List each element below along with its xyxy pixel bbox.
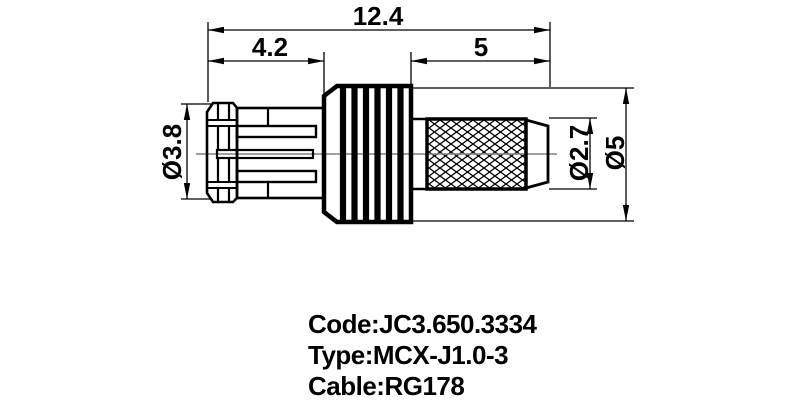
note-cable: Cable:RG178 [308, 371, 464, 400]
dimension-body-diameter [413, 87, 634, 222]
arrow-right-icon [534, 57, 550, 65]
plug-head [205, 101, 239, 204]
dimension-ferrule-diameter [549, 117, 597, 190]
dim-label-crimp-length: 5 [474, 32, 488, 62]
dimension-plug-length [208, 52, 325, 96]
end-cap [525, 118, 550, 190]
dim-label-ferrule-diameter: Ø2.7 [564, 125, 594, 181]
knurled-ferrule [425, 117, 528, 191]
plug-neck [235, 106, 326, 200]
arrow-up-icon [622, 88, 630, 104]
arrow-down-icon [586, 173, 594, 189]
ribbed-body [321, 83, 414, 225]
ferrule-tube [411, 117, 427, 191]
arrow-right-icon [534, 26, 550, 34]
arrow-up-icon [586, 118, 594, 134]
dim-label-plug-diameter: Ø3.8 [157, 124, 187, 180]
contact-fingers [215, 124, 318, 184]
dim-label-plug-length: 4.2 [252, 32, 288, 62]
body-ribs [339, 87, 404, 221]
dimension-plug-diameter [181, 103, 212, 200]
note-code: Code:JC3.650.3334 [308, 309, 538, 339]
arrow-left-icon [208, 26, 224, 34]
top-finger [235, 124, 318, 139]
arrow-right-icon [308, 57, 324, 65]
arrow-left-icon [411, 57, 427, 65]
bottom-finger [235, 169, 318, 184]
center-pin [215, 148, 315, 160]
dim-label-overall-length: 12.4 [353, 1, 404, 31]
dimension-crimp-length [410, 52, 550, 85]
dimension-overall-length [207, 22, 551, 102]
arrow-left-icon [208, 57, 224, 65]
note-block: Code:JC3.650.3334 Type:MCX-J1.0-3 Cable:… [308, 309, 538, 400]
arrow-down-icon [622, 205, 630, 221]
note-type: Type:MCX-J1.0-3 [308, 340, 508, 370]
arrow-down-icon [183, 183, 191, 199]
dim-label-body-diameter: Ø5 [600, 136, 630, 171]
arrow-up-icon [183, 104, 191, 120]
